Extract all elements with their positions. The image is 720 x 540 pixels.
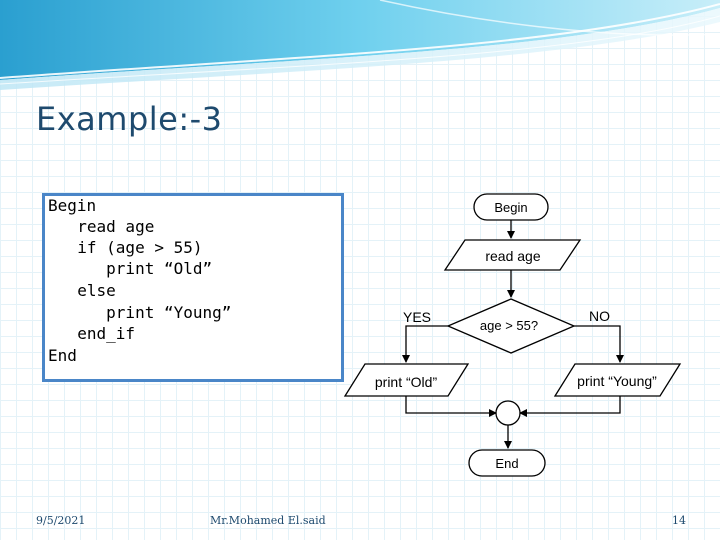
- code-line-end: End: [48, 346, 77, 365]
- code-line-else: else: [58, 281, 116, 300]
- pseudocode-box: [42, 193, 344, 382]
- end-terminal: [468, 449, 546, 477]
- begin-terminal: [473, 193, 549, 221]
- age-decision: [446, 298, 576, 354]
- code-line-begin: Begin: [48, 196, 97, 215]
- footer-page-number: 14: [672, 514, 686, 527]
- begin-label: Begin: [494, 200, 527, 215]
- read-age-input: [443, 239, 582, 271]
- read-age-label: read age: [485, 248, 540, 264]
- slide-title: Example:-3: [36, 100, 223, 138]
- print-young-output: [553, 363, 682, 397]
- code-line-end-if: end_if: [58, 324, 136, 343]
- footer-author: Mr.Mohamed El.said: [210, 514, 326, 527]
- footer-date: 9/5/2021: [36, 514, 86, 527]
- end-label: End: [495, 456, 518, 471]
- code-line-print-young: print “Young”: [58, 303, 232, 322]
- decorative-banner: [0, 0, 720, 90]
- no-label: NO: [589, 308, 610, 324]
- merge-connector: [495, 400, 521, 426]
- code-line-read-age: read age: [58, 217, 155, 236]
- code-line-print-old: print “Old”: [58, 259, 213, 278]
- code-line-if: if (age > 55): [58, 238, 203, 257]
- yes-label: YES: [403, 309, 431, 325]
- decision-label: age > 55?: [480, 318, 538, 333]
- print-old-output: [343, 363, 470, 397]
- print-young-label: print “Young”: [577, 373, 657, 389]
- print-old-label: print “Old”: [375, 374, 438, 390]
